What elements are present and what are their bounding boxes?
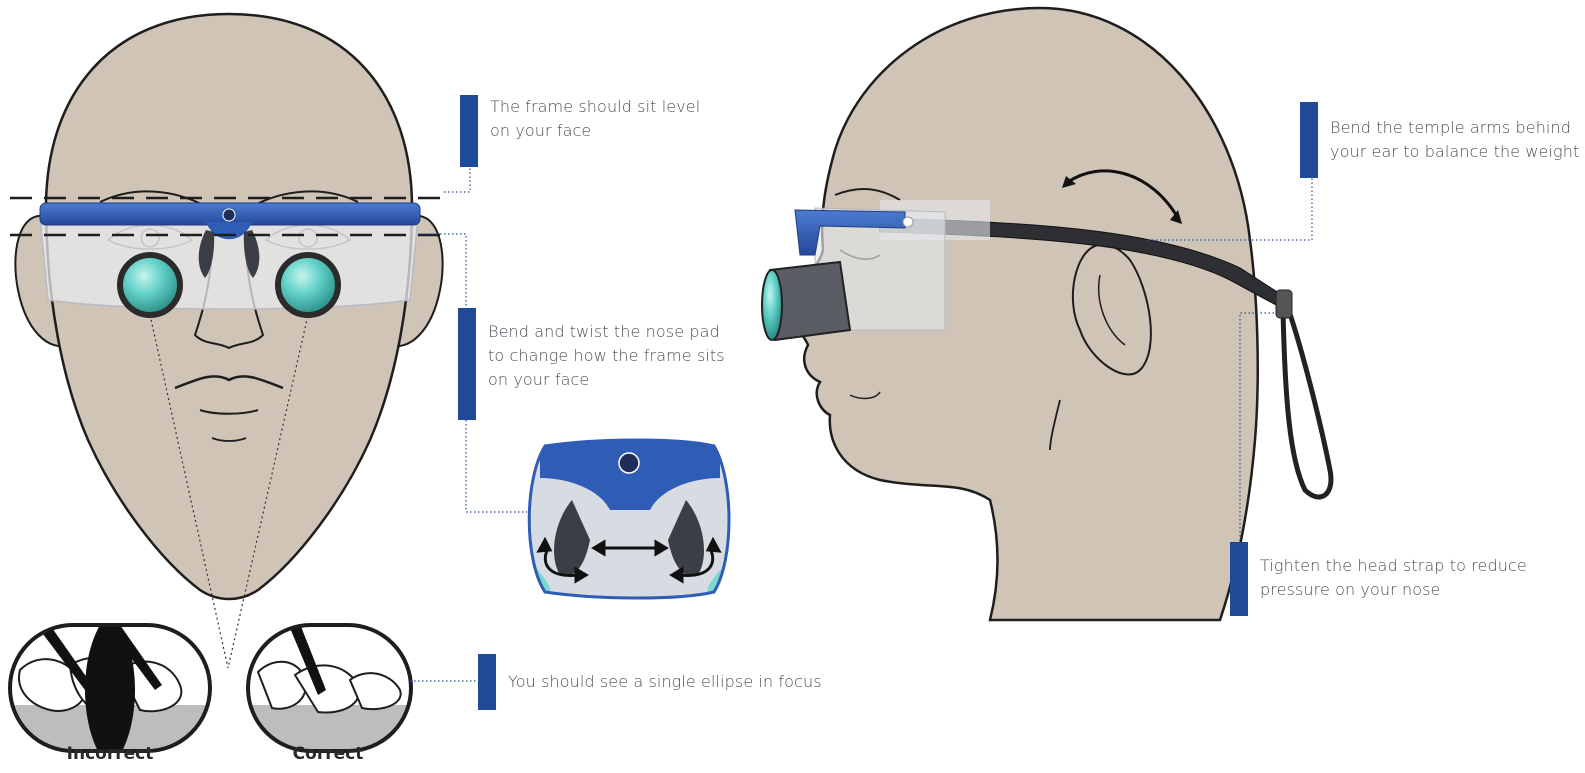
callout-line: to change how the frame sits: [488, 344, 725, 368]
incorrect-view: [10, 625, 210, 755]
callout-line: You should see a single ellipse in focus: [508, 670, 822, 694]
correct-view: [248, 624, 411, 755]
side-head-illustration: [762, 8, 1331, 620]
callout-line: The frame should sit level: [490, 95, 700, 119]
incorrect-label: Incorrect: [40, 744, 180, 764]
callout-line: your ear to balance the weight: [1330, 140, 1579, 164]
callout-text: Tighten the head strap to reduce pressur…: [1260, 554, 1527, 602]
nose-pad-detail: [520, 438, 740, 603]
callout-ellipse: You should see a single ellipse in focus: [478, 654, 822, 710]
callout-bar: [478, 654, 496, 710]
callout-bar: [460, 95, 478, 167]
callout-bar: [458, 308, 476, 420]
callout-line: pressure on your nose: [1260, 578, 1527, 602]
callout-text: Bend and twist the nose pad to change ho…: [488, 320, 725, 392]
callout-text: The frame should sit level on your face: [490, 95, 700, 143]
callout-nose-pad: Bend and twist the nose pad to change ho…: [458, 308, 725, 420]
callout-head-strap: Tighten the head strap to reduce pressur…: [1230, 542, 1527, 616]
callout-line: on your face: [490, 119, 700, 143]
callout-line: Bend and twist the nose pad: [488, 320, 725, 344]
callout-frame-level: The frame should sit level on your face: [460, 95, 700, 167]
callout-text: You should see a single ellipse in focus: [508, 670, 822, 694]
callout-line: Bend the temple arms behind: [1330, 116, 1579, 140]
right-loupe-lens: [278, 255, 338, 315]
callout-line: on your face: [488, 368, 725, 392]
callout-temple-arms: Bend the temple arms behind your ear to …: [1300, 102, 1579, 178]
callout-bar: [1230, 542, 1248, 616]
correct-label: Correct: [258, 744, 398, 764]
callout-text: Bend the temple arms behind your ear to …: [1330, 116, 1579, 164]
front-head-illustration: [10, 14, 445, 668]
head-strap: [1283, 300, 1331, 497]
callout-line: Tighten the head strap to reduce: [1260, 554, 1527, 578]
left-loupe-lens: [120, 255, 180, 315]
callout-bar: [1300, 102, 1318, 178]
